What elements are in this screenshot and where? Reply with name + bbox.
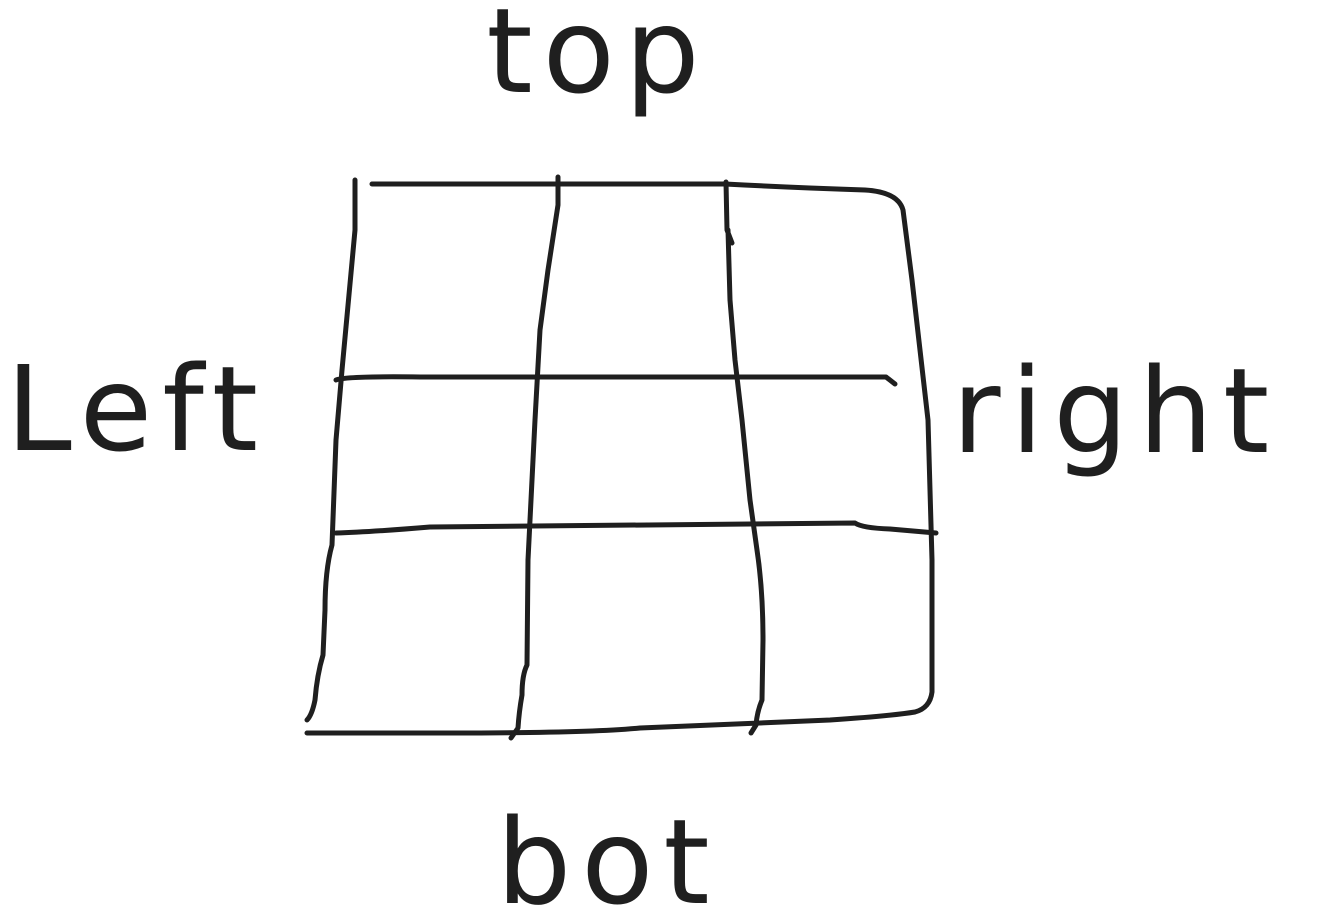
- grid-line-vertical-2: [723, 179, 766, 736]
- label-right: right: [952, 342, 1279, 480]
- grid-line-horizontal-2: [333, 520, 939, 536]
- grid: [304, 174, 939, 741]
- label-top: top: [486, 0, 709, 120]
- grid-border-top: [304, 181, 935, 736]
- grid-line-horizontal-1: [333, 374, 898, 387]
- grid-line-vertical-1: [508, 174, 561, 741]
- label-left: Left: [6, 340, 268, 478]
- grid-border-left: [304, 177, 358, 723]
- label-bottom: bot: [496, 793, 719, 923]
